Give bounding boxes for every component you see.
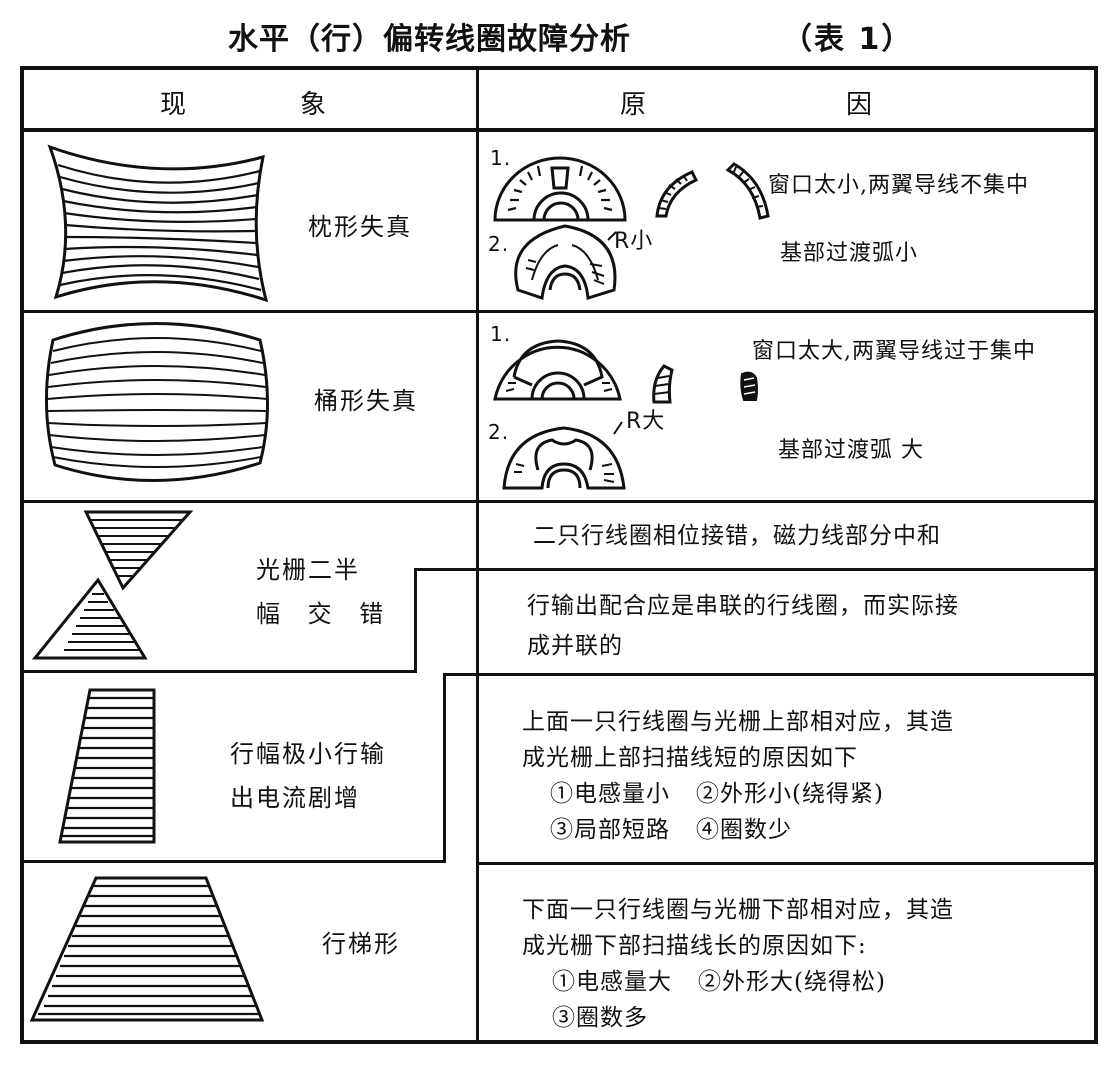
phenomenon-label-narrow-width-line2: 出电流剧增 <box>230 784 360 812</box>
coil-wing-compact-right-icon <box>738 370 760 402</box>
table-title: 水平（行）偏转线圈故障分析 <box>228 22 631 57</box>
cause-1-item1-text: 窗口太小,两翼导线不集中 <box>768 173 1029 198</box>
cause-4-item-1: ①电感量小 <box>550 781 670 807</box>
header-cause-char1: 原 <box>620 90 647 120</box>
coil-base-arc-small-icon <box>510 220 620 302</box>
row-divider-4-left <box>20 860 446 863</box>
coil-window-large-icon <box>492 327 627 402</box>
cause-5-line1: 下面一只行线圈与光栅下部相对应，其造 <box>522 897 954 923</box>
phenomenon-label-narrow-width-line1: 行幅极小行输 <box>230 740 386 768</box>
coil-window-small-icon <box>492 150 632 225</box>
header-divider <box>20 128 1098 132</box>
document-title: 水平（行）偏转线圈故障分析 （表 1） <box>0 8 1115 58</box>
cause-5-items-line1: ①电感量大 ②外形大(绕得松) <box>522 964 1082 1000</box>
cause-4-item-4: ④圈数少 <box>696 817 792 843</box>
table-number: （表 1） <box>782 22 914 57</box>
cause-2-item1-text: 窗口太大,两翼导线过于集中 <box>752 339 1036 364</box>
cause-4-items-line2: ③局部短路 ④圈数少 <box>522 812 1082 848</box>
header-phenomenon-char2: 象 <box>300 90 327 120</box>
phenomenon-label-pincushion: 枕形失真 <box>308 213 412 241</box>
r-large-label: R大 <box>626 409 666 434</box>
cause-5-line2: 成光栅下部扫描线长的原因如下: <box>522 933 867 959</box>
coil-wing-compact-left-icon <box>650 362 676 404</box>
phenomenon-label-interlace-line1: 光栅二半 <box>256 556 360 584</box>
header-phenomenon-char1: 现 <box>160 90 187 120</box>
header-cause-char2: 因 <box>846 90 873 120</box>
narrow-trapezoid-raster-icon <box>58 688 158 846</box>
row-divider-3-left <box>20 670 417 673</box>
cause-1-item2-number: 2. <box>488 232 510 256</box>
cause-5-item-2: ②外形大(绕得松) <box>698 969 886 995</box>
cause-divider-3a-3b <box>414 568 1098 571</box>
coil-wing-right-icon <box>726 162 771 220</box>
phenomenon-label-barrel: 桶形失真 <box>314 387 418 415</box>
coil-wing-left-icon <box>652 168 697 218</box>
barrel-raster-icon <box>45 325 270 485</box>
cause-3b-line2: 成并联的 <box>527 633 623 659</box>
coil-base-arc-large-icon <box>500 420 630 492</box>
fault-analysis-table <box>20 66 1098 1044</box>
cause-4-line1: 上面一只行线圈与光栅上部相对应，其造 <box>522 709 954 735</box>
step-vertical-1 <box>414 568 417 672</box>
cause-4-items-line1: ①电感量小 ②外形小(绕得紧) <box>522 776 1082 812</box>
column-divider <box>476 66 479 1044</box>
cause-2-item2-text: 基部过渡弧 大 <box>778 438 924 463</box>
step-vertical-2 <box>443 673 446 863</box>
phenomenon-label-trapezoid: 行梯形 <box>322 930 400 958</box>
cause-5-item-1: ①电感量大 <box>552 969 672 995</box>
row-divider-2 <box>20 500 1098 503</box>
row-divider-1 <box>20 310 1098 313</box>
cause-2-item1-number: 1. <box>490 322 512 346</box>
cause-5-item-3: ③圈数多 <box>552 1005 648 1031</box>
cause-5-items-line2: ③圈数多 <box>522 1000 1082 1036</box>
cause-1-item2-text: 基部过渡弧小 <box>780 241 919 266</box>
cause-4-item-2: ②外形小(绕得紧) <box>696 781 884 807</box>
cause-4-line2: 成光栅上部扫描线短的原因如下 <box>522 745 858 771</box>
cause-5-text: 下面一只行线圈与光栅下部相对应，其造 成光栅下部扫描线长的原因如下: ①电感量大… <box>522 892 1082 1036</box>
cause-4-item-3: ③局部短路 <box>550 817 670 843</box>
hourglass-raster-icon <box>58 508 178 660</box>
cause-1-item1-number: 1. <box>490 146 512 170</box>
cause-3b-line1: 行输出配合应是串联的行线圈，而实际接 <box>527 593 959 619</box>
cause-4-text: 上面一只行线圈与光栅上部相对应，其造 成光栅上部扫描线短的原因如下 ①电感量小 ②… <box>522 704 1082 848</box>
cause-2-item2-number: 2. <box>488 420 510 444</box>
row-divider-3-right <box>443 673 1098 676</box>
phenomenon-label-interlace-line2: 幅 交 错 <box>256 600 394 628</box>
cause-3a-text: 二只行线圈相位接错，磁力线部分中和 <box>533 523 941 549</box>
pincushion-raster-icon <box>48 145 268 305</box>
trapezoid-raster-icon <box>30 876 265 1024</box>
row-divider-4-right <box>476 862 1098 865</box>
r-small-label: R小 <box>614 229 654 254</box>
